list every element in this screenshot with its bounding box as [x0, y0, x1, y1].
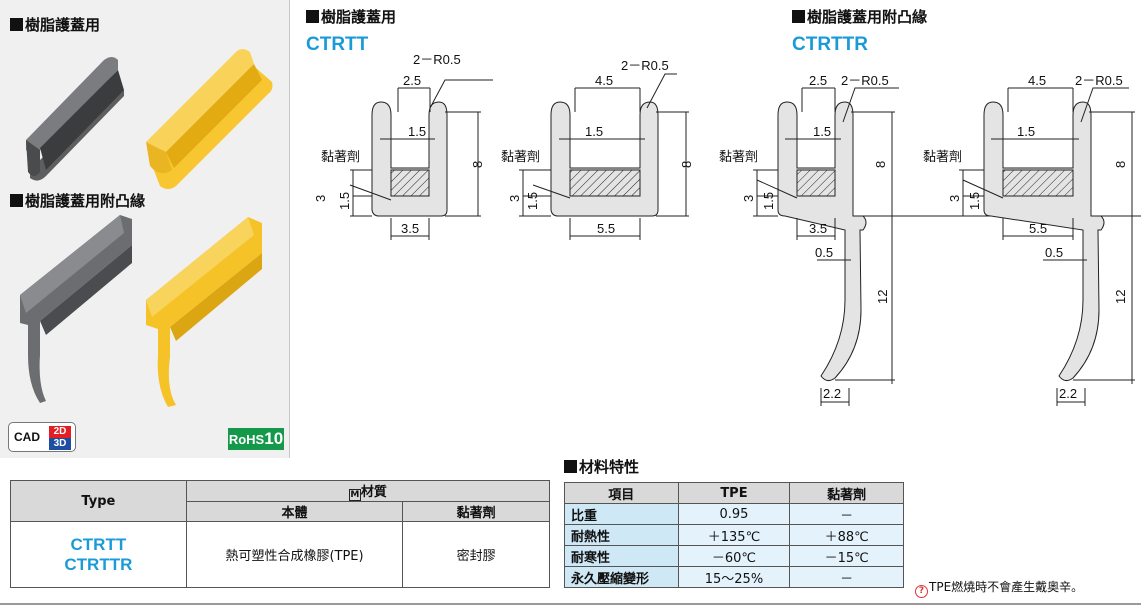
drawing-ctrtt-narrow: [349, 79, 493, 240]
label-adhesive: 黏著劑: [923, 149, 962, 164]
drawing-ctrtt-wide: [519, 73, 689, 240]
body-material-value: 熱可塑性合成橡膠(TPE): [185, 521, 404, 588]
table-row: 永久壓縮變形 15～25% －: [564, 566, 904, 588]
dim-inner: 1.5: [1017, 124, 1035, 139]
material-props-title: 材料特性: [564, 456, 639, 477]
dim-h1: 3: [507, 195, 522, 202]
dim-flange-t: 0.5: [815, 245, 833, 260]
dim-inner: 1.5: [585, 124, 603, 139]
header-body: 本體: [185, 501, 404, 522]
drawing-title-ctrtt: 樹脂護蓋用: [306, 6, 396, 27]
dims-fig2: 4.5 2－R0.5 1.5 黏著劑 8 3 1.5 5.5: [501, 58, 694, 236]
table-row: 耐熱性 ＋135℃ ＋88℃: [564, 524, 904, 546]
label-adhesive: 黏著劑: [719, 149, 758, 164]
cad-label: CAD: [14, 430, 40, 444]
technical-drawings: 2.5 2－R0.5 1.5 黏著劑 8 3 1.5 3.5 4.5 2－R0.…: [313, 52, 1141, 406]
col-item: 項目: [564, 482, 679, 504]
label-adhesive: 黏著劑: [321, 149, 360, 164]
model-ctrttr: CTRTTR: [792, 34, 868, 55]
dims-fig4: 4.5 2－R0.5 1.5 黏著劑 8 3 1.5 5.5 0.5 12 2.…: [923, 73, 1128, 401]
dim-flange-h: 12: [875, 290, 890, 304]
dim-tip: 2.2: [823, 386, 841, 401]
dim-bottom: 3.5: [809, 221, 827, 236]
adhesive-material-value: 密封膠: [402, 521, 550, 588]
dim-bottom: 5.5: [1029, 221, 1047, 236]
material-m-icon: M: [348, 489, 361, 501]
dim-height: 8: [873, 161, 888, 168]
dims-fig3: 2.5 2－R0.5 1.5 黏著劑 8 3 1.5 3.5 0.5 12 2.…: [719, 73, 890, 401]
header-adhesive: 黏著劑: [402, 501, 550, 522]
material-props-table: 項目 TPE 黏著劑 比重 0.95 － 耐熱性 ＋135℃ ＋88℃ 耐寒性 …: [564, 482, 904, 588]
model-ctrtt: CTRTT: [306, 34, 369, 55]
drawing-title-ctrttr: 樹脂護蓋用附凸緣: [792, 6, 927, 27]
dim-height: 8: [1113, 161, 1128, 168]
cad-2d-label: 2D: [49, 426, 71, 438]
type-values-cell: CTRTT CTRTTR: [10, 521, 187, 588]
dim-h2: 1.5: [761, 192, 776, 210]
label-adhesive: 黏著劑: [501, 149, 540, 164]
dim-bottom: 3.5: [401, 221, 419, 236]
dim-flange-t: 0.5: [1045, 245, 1063, 260]
dim-h2: 1.5: [967, 192, 982, 210]
header-type: Type: [10, 480, 187, 522]
dim-top-width: 2.5: [403, 73, 421, 88]
dim-h1: 3: [741, 195, 756, 202]
dim-radius: 2－R0.5: [1075, 73, 1123, 88]
drawing-ctrttr-narrow: [753, 87, 1141, 406]
dim-radius: 2－R0.5: [841, 73, 889, 88]
table-row: 比重 0.95 －: [564, 503, 904, 525]
dim-h1: 3: [947, 195, 962, 202]
table-row: 耐寒性 －60℃ －15℃: [564, 545, 904, 567]
dim-inner: 1.5: [408, 124, 426, 139]
type-ctrtt[interactable]: CTRTT: [70, 534, 127, 554]
footnote: ?TPE燃燒時不會產生戴奧辛。: [915, 578, 1083, 598]
dim-top-width: 2.5: [809, 73, 827, 88]
dim-radius: 2－R0.5: [413, 52, 461, 67]
cad-3d-label: 3D: [49, 438, 71, 450]
cad-badge[interactable]: CAD 2D 3D: [8, 422, 76, 452]
footnote-text: TPE燃燒時不會產生戴奧辛。: [929, 580, 1084, 594]
dim-h1: 3: [313, 195, 328, 202]
dim-top-width: 4.5: [1028, 73, 1046, 88]
dim-radius: 2－R0.5: [621, 58, 669, 73]
dim-top-width: 4.5: [595, 73, 613, 88]
product-image-panel: 樹脂護蓋用 樹脂護蓋用附凸緣 CAD 2D 3D RoHS10: [0, 0, 290, 458]
dim-height: 8: [679, 161, 694, 168]
dim-height: 8: [470, 161, 485, 168]
col-tpe: TPE: [677, 482, 791, 504]
dim-bottom: 5.5: [597, 221, 615, 236]
info-icon: ?: [915, 585, 928, 598]
product-photo-ctrtt: [26, 49, 273, 189]
dim-tip: 2.2: [1059, 386, 1077, 401]
dims-fig1: 2.5 2－R0.5 1.5 黏著劑 8 3 1.5 3.5: [313, 52, 485, 236]
section-title-cover-flange: 樹脂護蓋用附凸緣: [10, 190, 145, 211]
col-adhesive: 黏著劑: [789, 482, 904, 504]
type-ctrttr[interactable]: CTRTTR: [64, 554, 133, 574]
rohs-badge: RoHS10: [228, 428, 284, 450]
divider: [0, 603, 1141, 605]
section-title-cover: 樹脂護蓋用: [10, 14, 100, 35]
dim-flange-h: 12: [1113, 290, 1128, 304]
dim-h2: 1.5: [525, 192, 540, 210]
dim-inner: 1.5: [813, 124, 831, 139]
drawing-ctrttr-wide: [959, 87, 1135, 406]
product-photo-ctrttr: [20, 215, 262, 407]
dim-h2: 1.5: [337, 192, 352, 210]
